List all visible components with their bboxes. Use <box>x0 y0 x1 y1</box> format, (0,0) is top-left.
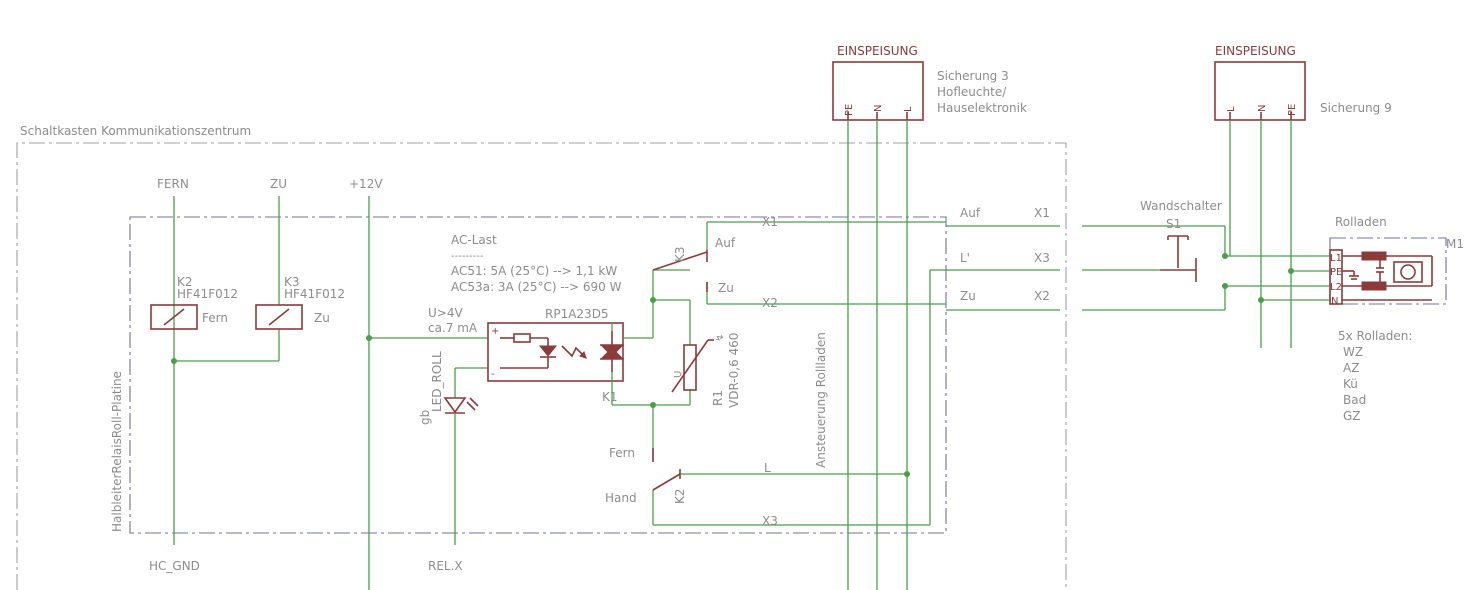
feed-1-note-3: Hauselektronik <box>937 101 1027 115</box>
signal-fern: FERN <box>157 177 189 191</box>
motor-pin-pe: PE <box>1330 267 1342 278</box>
ssr-input-label: U>4V <box>428 306 463 320</box>
feed-1-note-2: Hofleuchte/ <box>937 85 1007 99</box>
motor-room-1: WZ <box>1343 345 1363 359</box>
varistor-r1 <box>671 339 714 393</box>
feed-2-box <box>1214 61 1306 121</box>
relay-k2-part: HF41F012 <box>177 287 238 301</box>
relay-k2-ref: K2 <box>177 275 193 289</box>
terminal-x1: X1 <box>762 215 778 229</box>
wall-switch-ref: S1 <box>1166 217 1181 231</box>
k2-switch-off: Hand <box>605 491 637 505</box>
relay-k3-ref: K3 <box>284 275 300 289</box>
signal-12v: +12V <box>349 177 383 191</box>
relay-k2-label: Fern <box>202 311 228 325</box>
varistor-part: VDR-0,6 460 <box>727 333 741 408</box>
relay-k3-part: HF41F012 <box>284 287 345 301</box>
ssr-current-label: ca.7 mA <box>428 321 478 335</box>
junction-dot <box>650 402 656 408</box>
ac-load-separator: --------- <box>451 251 484 262</box>
feed-2-title: EINSPEISUNG <box>1215 44 1296 58</box>
feed-1-pin-l: L <box>903 106 914 112</box>
terminal-l: L <box>764 461 771 475</box>
feed-1-note-1: Sicherung 3 <box>937 69 1009 83</box>
ssr-input-wires <box>369 337 488 545</box>
k3-switch-off: Zu <box>718 281 734 295</box>
motor-pin-n: N <box>1331 296 1338 307</box>
motor-title: Rolladen <box>1335 215 1387 229</box>
terminal-auf: Auf <box>960 206 981 220</box>
wall-switch-s1 <box>1160 235 1197 282</box>
feed-1-pin-n: N <box>873 105 884 112</box>
terminal-x2-out: X2 <box>1034 289 1050 303</box>
ac51-rating: AC51: 5A (25°C) --> 1,1 kW <box>451 264 617 278</box>
k2-switch-on: Fern <box>609 446 635 460</box>
control-label: Ansteuerung Rollladen <box>814 332 828 468</box>
ssr-plus: + <box>491 326 499 337</box>
motor-room-5: GZ <box>1343 409 1361 423</box>
feed-2-pin-n: N <box>1257 105 1268 112</box>
feed-1-title: EINSPEISUNG <box>837 44 918 58</box>
signal-hc-gnd: HC_GND <box>149 559 200 573</box>
board-title: HalbleiterRelaisRoll-Platine <box>110 371 124 532</box>
k3-switch-ref: K3 <box>673 246 687 262</box>
k2-switch-contact <box>652 448 681 491</box>
wall-switch-title: Wandschalter <box>1140 199 1222 213</box>
feed-2-pin-l: L <box>1226 106 1237 112</box>
varistor-u: U <box>673 371 684 378</box>
terminal-zu: Zu <box>960 289 976 303</box>
k2-switch-ref: K2 <box>673 488 687 504</box>
junction-dot <box>1288 268 1294 274</box>
relay-k3-label: Zu <box>314 311 330 325</box>
k3-switch-contact <box>652 250 708 292</box>
ssr-minus: - <box>491 369 495 380</box>
ssr-ref: K1 <box>602 390 618 404</box>
feed-1-box <box>832 61 924 121</box>
relay-coil-k3 <box>255 304 303 330</box>
ssr-part: RP1A23D5 <box>545 307 609 321</box>
led-color: gb <box>418 410 432 425</box>
motor-pin-l1: L1 <box>1330 253 1342 264</box>
junction-dot <box>1258 297 1264 303</box>
led-name: LED_ROLL <box>430 351 444 412</box>
cabinet-boundary <box>16 142 1067 590</box>
feed-1-pin-pe: PE <box>844 104 855 116</box>
terminal-x2: X2 <box>762 296 778 310</box>
terminal-x3-out: X3 <box>1034 251 1050 265</box>
feed-1-wires <box>847 120 1060 590</box>
wall-switch-wires <box>1082 120 1330 348</box>
motor-m1 <box>1329 237 1447 305</box>
motor-room-3: Kü <box>1343 377 1358 391</box>
ac-load-title: AC-Last <box>451 233 497 247</box>
junction-dot <box>1222 283 1228 289</box>
signal-rel-x: REL.X <box>428 559 463 573</box>
board-boundary <box>129 216 947 534</box>
signal-wires-left <box>173 196 370 590</box>
led-roll <box>443 397 479 414</box>
motor-pin-l2: L2 <box>1330 282 1342 293</box>
terminal-x1-out: X1 <box>1034 206 1050 220</box>
junction-dot <box>650 297 656 303</box>
motor-room-2: AZ <box>1343 361 1359 375</box>
varistor-mark: ↯ <box>715 334 726 342</box>
k3-switch-on: Auf <box>715 236 736 250</box>
motor-room-4: Bad <box>1343 393 1366 407</box>
relay-coil-k2 <box>150 304 198 330</box>
motor-count: 5x Rolladen: <box>1338 329 1412 343</box>
terminal-lprime: L' <box>960 251 970 265</box>
varistor-ref: R1 <box>711 390 725 406</box>
terminal-x3: X3 <box>762 514 778 528</box>
feed-2-pin-pe: PE <box>1287 104 1298 116</box>
junction-dot <box>171 358 177 364</box>
ac53-rating: AC53a: 3A (25°C) --> 690 W <box>451 280 622 294</box>
cabinet-title: Schaltkasten Kommunikationszentrum <box>20 124 251 138</box>
solid-state-relay-k1 <box>487 322 624 382</box>
feed-2-note-1: Sicherung 9 <box>1320 101 1392 115</box>
switch-wires <box>611 221 946 526</box>
junction-dot <box>1222 253 1228 259</box>
motor-ref: M1 <box>1446 237 1464 251</box>
signal-zu: ZU <box>270 177 287 191</box>
